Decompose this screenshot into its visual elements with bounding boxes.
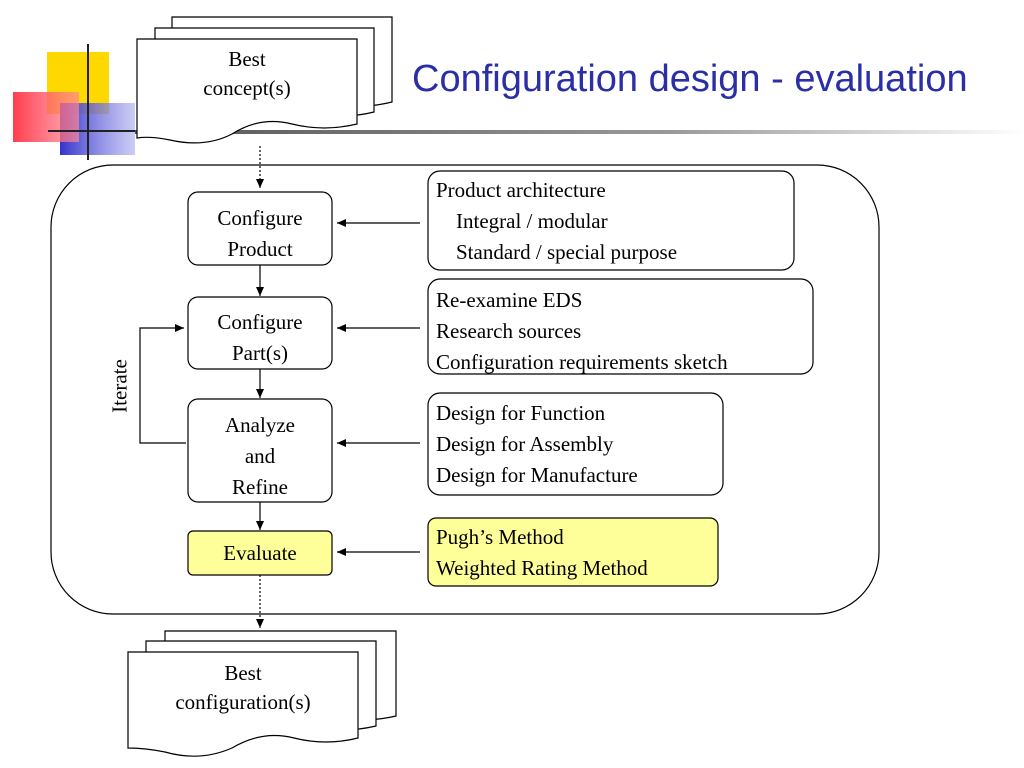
step-label-analyze-refine: Analyze and Refine — [188, 410, 332, 503]
step-label-line: Product — [227, 237, 293, 261]
slide-logo — [13, 44, 140, 160]
note-box-product-architecture — [427, 170, 795, 271]
note-line: Pugh’s Method — [436, 525, 564, 549]
step-label-line: Configure — [217, 310, 303, 334]
input-document-line: concept(s) — [203, 76, 291, 100]
output-document-stack — [127, 630, 397, 757]
output-document-line: configuration(s) — [175, 690, 311, 714]
flow-arrows — [139, 146, 420, 628]
logo-red-square — [13, 92, 79, 142]
note-product-architecture: Product architecture Integral / modular … — [436, 175, 677, 268]
note-line: Research sources — [436, 319, 582, 343]
input-document-stack — [136, 16, 393, 144]
note-line: Design for Assembly — [436, 432, 614, 456]
title-rule — [135, 130, 1024, 134]
step-label-line: and — [244, 444, 276, 468]
note-line: Design for Function — [436, 401, 606, 425]
note-box-evaluation-methods — [427, 517, 719, 587]
step-label-line: Analyze — [225, 413, 295, 437]
step-label-line: Part(s) — [232, 341, 288, 365]
iterate-label: Iterate — [107, 359, 132, 413]
step-label-configure-parts: Configure Part(s) — [188, 307, 332, 369]
process-container — [50, 164, 880, 615]
step-label-line: Evaluate — [223, 541, 297, 565]
note-evaluation-methods: Pugh’s Method Weighted Rating Method — [436, 522, 648, 584]
note-line: Configuration requirements sketch — [436, 350, 728, 374]
note-design-for: Design for Function Design for Assembly … — [436, 398, 638, 491]
note-line: Integral / modular — [456, 209, 608, 233]
step-label-line: Configure — [217, 206, 303, 230]
output-document-line: Best — [224, 661, 262, 685]
note-box-requirements — [427, 278, 814, 375]
note-line: Product architecture — [436, 178, 606, 202]
note-box-design-for — [427, 392, 724, 496]
input-document-line: Best — [228, 47, 266, 71]
note-line: Re-examine EDS — [436, 288, 583, 312]
note-line: Design for Manufacture — [436, 463, 638, 487]
step-label-line: Refine — [232, 475, 288, 499]
note-line: Standard / special purpose — [456, 240, 678, 264]
note-requirements: Re-examine EDS Research sources Configur… — [436, 285, 728, 378]
input-document-label: Best concept(s) — [157, 45, 337, 103]
note-line: Weighted Rating Method — [436, 556, 648, 580]
iterate-loop-arrow — [139, 324, 186, 444]
step-label-evaluate: Evaluate — [188, 538, 332, 569]
output-document-label: Best configuration(s) — [138, 659, 348, 717]
step-label-configure-product: Configure Product — [188, 203, 332, 265]
page-title: Configuration design - evaluation — [412, 58, 968, 100]
